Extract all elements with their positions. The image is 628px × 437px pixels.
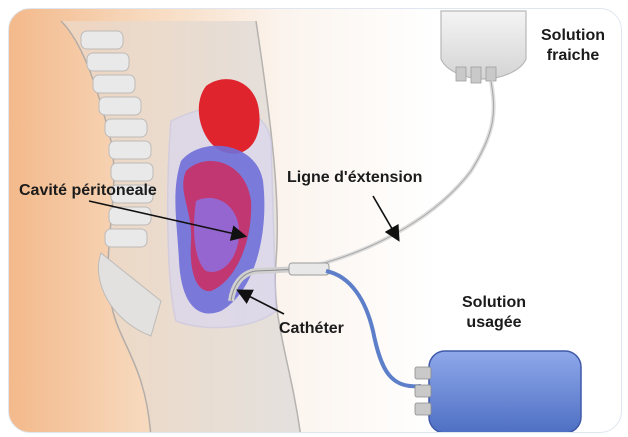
dialysis-illustration [8, 8, 622, 433]
illustration-frame: Solution fraiche Ligne d'éxtension Cavit… [8, 8, 622, 433]
label-solution-usagee: Solution usagée [457, 293, 531, 333]
label-cavite-peritoneale: Cavité péritoneale [19, 181, 157, 201]
fresh-solution-bag [441, 11, 526, 83]
used-solution-bag [415, 351, 581, 433]
label-catheter: Cathéter [279, 319, 344, 339]
label-ligne-extension: Ligne d'éxtension [287, 168, 422, 188]
arrow-extension [373, 196, 398, 239]
label-solution-fraiche: Solution fraiche [538, 26, 608, 66]
